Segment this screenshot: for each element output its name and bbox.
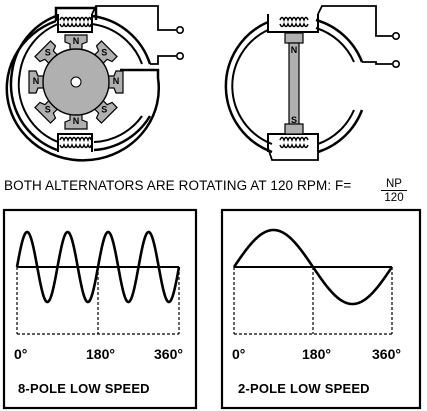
left-rotor-pole-label: N	[73, 36, 80, 46]
left-rotor-pole-label: S	[45, 48, 51, 58]
caption-text: BOTH ALTERNATORS ARE ROTATING AT 120 RPM…	[4, 178, 332, 193]
left-rotor-pole-label: S	[101, 104, 107, 114]
panel-2-tick-360: 360°	[372, 346, 401, 362]
left-bottom-coil	[59, 136, 92, 149]
panel-2-title: 2-POLE LOW SPEED	[238, 381, 370, 396]
left-output-lead-top	[91, 5, 176, 31]
right-stator-outer	[224, 20, 273, 154]
formula-denominator: 120	[384, 192, 404, 204]
panel-8-pole-frame	[2, 208, 198, 410]
panel-2-tick-180: 180°	[302, 346, 331, 362]
left-output-lead-bottom	[150, 55, 176, 65]
formula-numerator: NP	[381, 178, 407, 191]
right-terminal-2	[391, 59, 400, 68]
left-rotor-pole-label: N	[113, 76, 120, 86]
right-rotor-pole-north: N	[291, 45, 298, 55]
panel-2-pole-frame	[220, 208, 422, 410]
right-rotor-pole-south: S	[291, 115, 297, 125]
left-rotor-shaft	[70, 76, 82, 88]
panel-2-tick-0: 0°	[232, 346, 246, 362]
left-rotor-pole-label: S	[101, 48, 107, 58]
two-pole-alternator: N S	[224, 5, 400, 161]
panel-8-tick-180: 180°	[86, 346, 115, 362]
eight-pole-waveform	[15, 230, 181, 335]
right-output-lead-bottom	[362, 61, 392, 65]
panel-8-tick-360: 360°	[154, 346, 183, 362]
right-terminal-1	[391, 31, 400, 40]
panel-8-title: 8-POLE LOW SPEED	[18, 381, 150, 396]
alternator-caption: BOTH ALTERNATORS ARE ROTATING AT 120 RPM…	[4, 178, 351, 193]
eight-pole-alternator: N S N S N S N S	[5, 5, 185, 162]
right-top-coil	[279, 16, 309, 28]
left-top-coil	[59, 16, 92, 28]
right-output-lead-top	[317, 5, 392, 37]
panel-8-tick-0: 0°	[14, 346, 28, 362]
left-rotor-pole-label: N	[33, 76, 40, 86]
left-terminal-1	[176, 25, 185, 34]
left-terminal-2	[176, 51, 185, 60]
frequency-formula-fraction: NP 120	[381, 178, 407, 204]
right-rotor: N S	[284, 32, 304, 135]
left-rotor: N S N S N S N S	[28, 34, 124, 130]
left-rotor-pole-label: N	[73, 116, 80, 126]
right-bottom-coil	[279, 136, 309, 149]
formula-prefix: F=	[335, 178, 352, 193]
left-rotor-pole-label: S	[45, 104, 51, 114]
two-pole-waveform	[232, 228, 394, 335]
